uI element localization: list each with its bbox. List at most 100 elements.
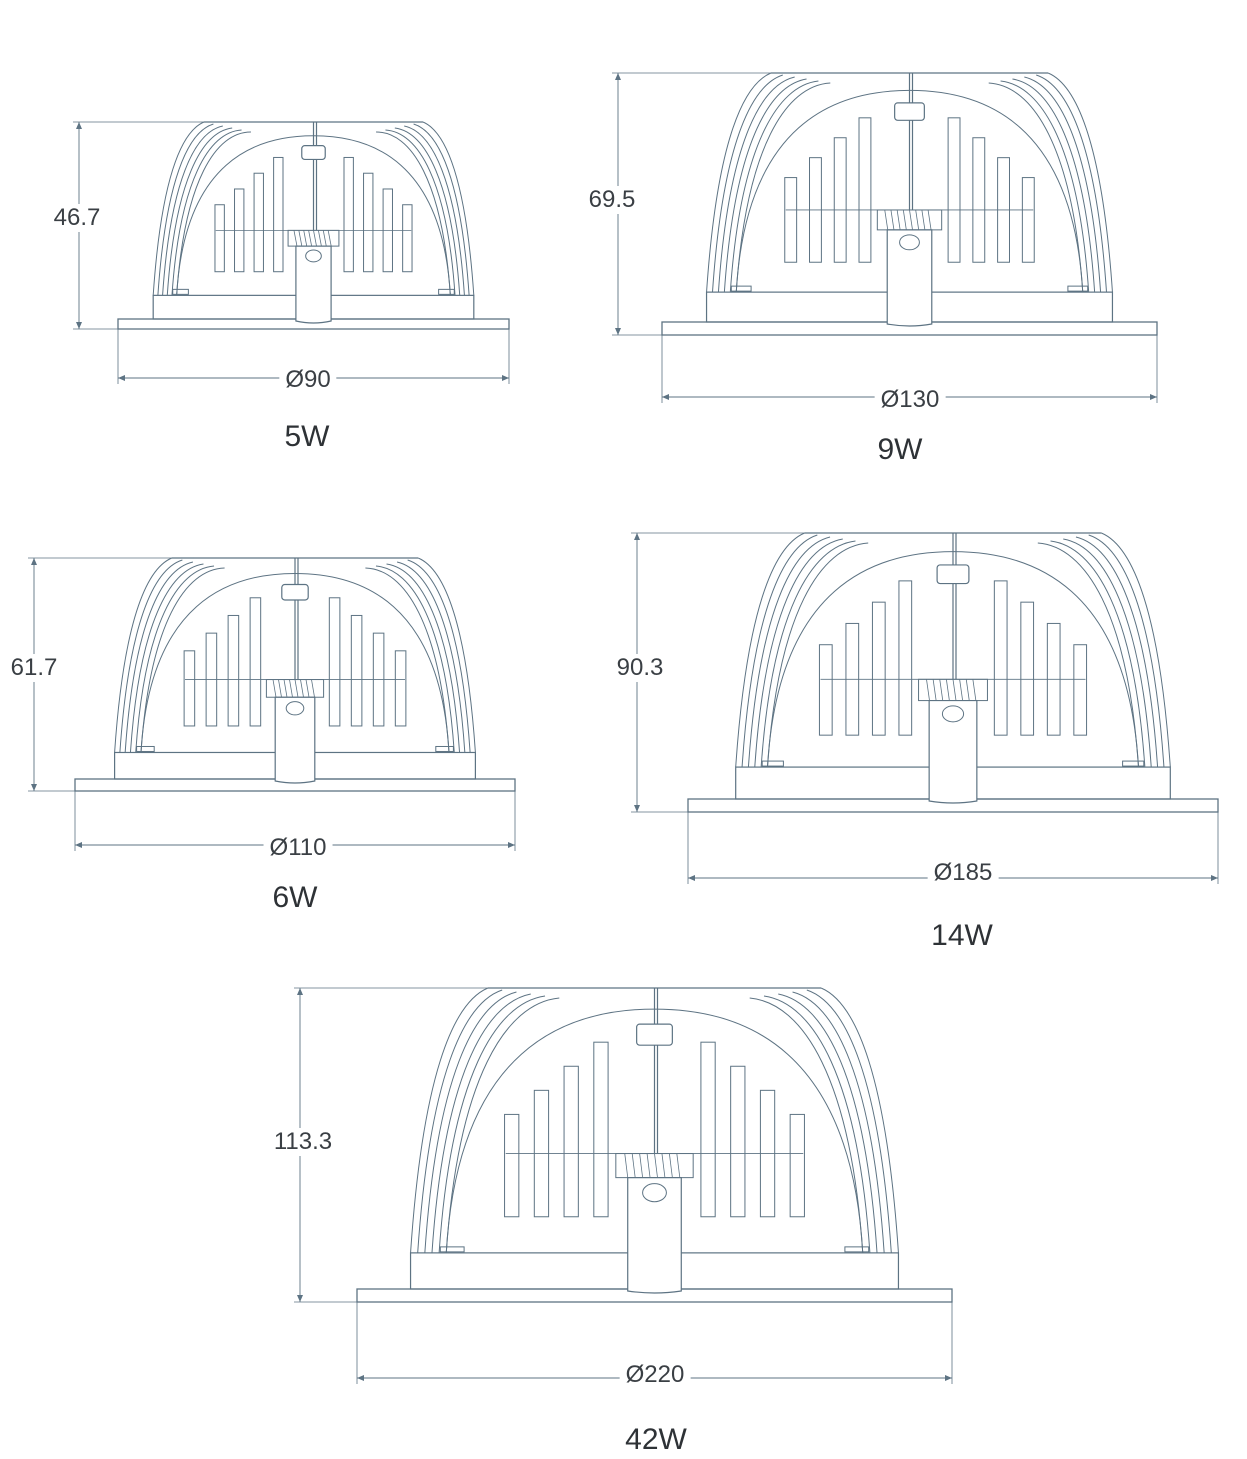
heatsink-fin-outline — [706, 72, 1113, 293]
cooling-fin — [871, 601, 886, 736]
power-label: 5W — [284, 420, 330, 453]
dimension-arrow — [502, 375, 509, 381]
cooling-fin — [784, 177, 798, 263]
spring-coil — [952, 679, 957, 701]
spring-coil — [926, 679, 930, 701]
height-dimension-label: 69.5 — [582, 186, 642, 214]
cooling-fin — [1020, 601, 1035, 736]
mounting-foot — [439, 1246, 465, 1253]
cooling-fin — [947, 117, 961, 263]
cooling-fin — [833, 137, 847, 263]
cooling-fin — [972, 137, 986, 263]
cooling-fin — [214, 204, 225, 273]
spring-coil — [305, 679, 310, 698]
spring-coil — [294, 679, 299, 698]
dimension-arrow — [634, 533, 640, 540]
spring-coil — [272, 679, 277, 698]
heatsink-fin-outline — [754, 538, 1152, 768]
spring-coil — [300, 679, 304, 698]
clip-screw — [305, 249, 322, 263]
mounting-clip — [928, 699, 978, 804]
mounting-foot — [172, 288, 189, 295]
heatsink-fin-outline — [140, 567, 450, 753]
heatsink-fin-outline — [176, 131, 451, 296]
spring-coil — [909, 209, 913, 230]
cooling-fin — [328, 597, 341, 727]
power-label: 14W — [931, 919, 993, 952]
mounting-foot — [435, 745, 454, 752]
cooling-fin — [504, 1113, 520, 1218]
heatsink-fin-outline — [152, 121, 475, 296]
mounting-foot — [136, 745, 155, 752]
dimension-arrow — [615, 328, 621, 335]
spring-coil — [902, 209, 907, 230]
cooling-fin — [593, 1041, 609, 1218]
spring-coil — [915, 209, 920, 230]
dimension-arrow — [662, 394, 669, 400]
mounting-clip — [295, 245, 332, 324]
heatsink-fin-outline — [166, 127, 461, 296]
spring-coil — [654, 1153, 658, 1178]
spring-coil — [965, 679, 970, 701]
power-label: 9W — [877, 433, 923, 466]
dimension-arrow — [76, 322, 82, 329]
height-dimension-label: 46.7 — [47, 204, 107, 232]
dimension-arrow — [615, 73, 621, 80]
cooling-fin — [563, 1065, 579, 1218]
cooling-fin — [818, 644, 833, 736]
spring-coil — [890, 209, 895, 230]
spring-coil — [676, 1153, 681, 1178]
clip-screw — [941, 705, 965, 723]
cooling-fin — [249, 597, 262, 727]
heatsink-fin-outline — [735, 532, 1171, 768]
cooling-fin — [993, 580, 1008, 736]
spring-coil — [298, 230, 303, 247]
cooling-fin — [343, 156, 354, 273]
cooling-fin — [183, 650, 196, 727]
heatsink-fin-outline — [767, 542, 1139, 768]
spring-coil — [322, 230, 327, 247]
cooling-fin — [350, 614, 363, 727]
spring-coil — [624, 1153, 629, 1178]
heatsink-fin-outline — [717, 76, 1102, 293]
heatsink-fin-outline — [129, 563, 461, 753]
cooling-fin — [789, 1113, 805, 1218]
heatsink-fin-outline — [162, 125, 465, 296]
dimension-arrow — [634, 805, 640, 812]
spring-coil — [313, 230, 317, 247]
dimension-arrow — [1211, 875, 1218, 881]
spring-coil — [311, 679, 315, 698]
mounting-foot — [1122, 760, 1145, 767]
heatsink-fin-outline — [135, 565, 455, 753]
heatsink-fin-outline — [410, 987, 899, 1253]
spring-coil — [945, 679, 950, 701]
connector-block — [936, 564, 970, 585]
cooling-fin — [1021, 177, 1035, 263]
connector-block — [636, 1023, 673, 1046]
dimension-arrow — [76, 122, 82, 129]
dimension-arrow — [118, 375, 125, 381]
heatsink-fin-outline — [438, 995, 871, 1253]
heatsink-fin-outline — [424, 991, 885, 1253]
mounting-clip — [886, 229, 933, 327]
cooling-fin — [394, 650, 407, 727]
spring-coil — [639, 1153, 644, 1178]
clip-screw — [642, 1183, 667, 1203]
heatsink-fin-outline — [735, 82, 1084, 293]
cooling-fin — [402, 204, 413, 273]
cooling-fin — [253, 172, 264, 273]
spring-coil — [303, 230, 308, 247]
power-label: 6W — [272, 881, 318, 914]
heatsink-fin-outline — [741, 534, 1165, 768]
heatsink-fin-outline — [417, 989, 892, 1253]
diameter-dimension-label: Ø90 — [279, 366, 337, 394]
dimension-arrow — [31, 558, 37, 565]
spring-coil — [939, 679, 944, 701]
spring-coil — [896, 209, 901, 230]
cooling-fin — [227, 614, 240, 727]
connector-block — [301, 145, 326, 161]
spring-coil — [631, 1153, 636, 1178]
spring-coil — [327, 230, 332, 247]
spring-coil — [932, 679, 937, 701]
heatsink-fin-outline — [445, 997, 864, 1253]
